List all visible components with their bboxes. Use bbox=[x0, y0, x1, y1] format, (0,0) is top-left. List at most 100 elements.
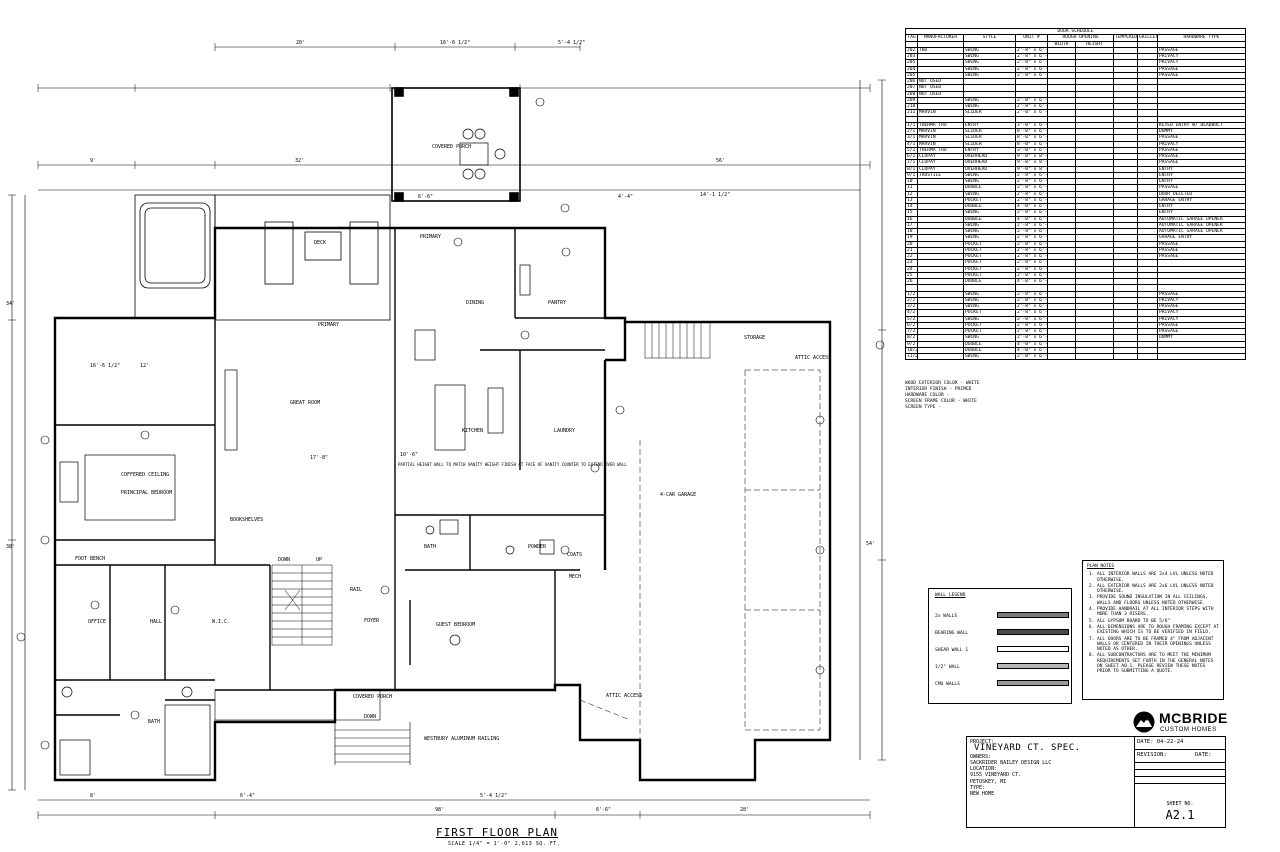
room-label: COVERED PORCH bbox=[353, 694, 392, 700]
note-text: PARTIAL HEIGHT WALL TO MATCH VANITY HEIG… bbox=[398, 462, 627, 467]
room-label: HALL bbox=[150, 619, 162, 625]
material-notes: WOOD EXTERIOR COLOR - WHITE INTERIOR FIN… bbox=[905, 381, 980, 411]
room-label: COATS bbox=[567, 552, 582, 558]
wall-legend-label: CMU WALLS bbox=[935, 682, 960, 687]
door-hardware: PASSAGE bbox=[1156, 71, 1247, 80]
door-unit: 4'-0" x 6'-8" bbox=[1015, 277, 1048, 286]
door-unit: 9'-0" x 8'-0" bbox=[1015, 159, 1048, 167]
plan-note: ALL EXTERIOR WALLS ARE 2x6 LVL UNLESS NO… bbox=[1097, 584, 1219, 595]
dimension-label: 34' bbox=[6, 301, 15, 307]
dimension-label: 12' bbox=[140, 363, 149, 369]
door-unit: 8'-0" x 6'-8" bbox=[1015, 127, 1048, 136]
material-note: HARDWARE COLOR - bbox=[905, 393, 950, 398]
room-label: DOWN bbox=[278, 557, 290, 563]
door-hardware bbox=[1156, 115, 1247, 123]
door-hardware bbox=[1156, 96, 1247, 105]
title-block: PROJECT: VINEYARD CT. SPEC. OWNERS: SACK… bbox=[966, 736, 1226, 828]
dimension-label: 6'-6" bbox=[596, 807, 611, 813]
logo-subtitle: CUSTOM HOMES bbox=[1160, 727, 1217, 733]
wall-swatch bbox=[997, 629, 1069, 635]
door-hardware: PASSAGE bbox=[1156, 327, 1247, 336]
door-unit: 2'-8" x 6'-8" bbox=[1015, 327, 1048, 336]
drawing-scale: SCALE 1/4" = 1'-0" 2,613 SQ. FT. bbox=[448, 841, 561, 847]
revision-date-label: DATE: bbox=[1195, 752, 1212, 758]
wall-swatch bbox=[997, 680, 1069, 686]
logo-brand: MCBRIDE bbox=[1159, 710, 1228, 726]
title-block-meta: DATE: 04-22-24 REVISION: DATE: SHEET NO.… bbox=[1135, 737, 1225, 827]
door-hardware: PRIVACY bbox=[1156, 296, 1247, 305]
wall-swatch bbox=[997, 646, 1069, 652]
drawing-title: FIRST FLOOR PLAN bbox=[436, 826, 558, 839]
room-label: DINING bbox=[466, 300, 484, 306]
door-unit: 2'-8" x 6'-8" bbox=[1015, 321, 1048, 330]
door-grilles bbox=[1137, 352, 1158, 361]
col-header: TEMPERED bbox=[1113, 34, 1138, 42]
room-label: 4-CAR GARAGE bbox=[660, 492, 696, 498]
door-unit: 2'-8" x 6'-8" bbox=[1015, 52, 1048, 61]
dimension-label: 28' bbox=[740, 807, 749, 813]
dimension-label: 17'-8" bbox=[310, 455, 328, 461]
dimension-label: 56' bbox=[716, 158, 725, 164]
door-height bbox=[1075, 352, 1114, 361]
material-note: WOOD EXTERIOR COLOR - WHITE bbox=[905, 381, 980, 386]
sheet-label: SHEET NO. bbox=[1166, 801, 1194, 807]
door-hardware: PASSAGE bbox=[1156, 65, 1247, 73]
company-logo: MCBRIDE CUSTOM HOMES bbox=[1131, 708, 1227, 738]
room-label: COFFERED CEILING bbox=[121, 472, 169, 478]
door-unit: 2'-8" x 6'-8" bbox=[1015, 221, 1048, 230]
door-hardware bbox=[1156, 346, 1247, 355]
plan-note: ALL DOORS ARE TO BE FRAMED 4" FROM ADJAC… bbox=[1097, 637, 1219, 653]
door-unit: 2'-8" x 6'-8" bbox=[1015, 227, 1048, 236]
door-width bbox=[1047, 352, 1076, 361]
door-tag: 10/2 bbox=[905, 346, 918, 355]
plan-note: ALL SUBCONTRACTORS ARE TO MEET THE MINIM… bbox=[1097, 653, 1219, 674]
door-unit: 2'-8" x 6'-8" bbox=[1015, 271, 1048, 280]
room-label: PANTRY bbox=[548, 300, 566, 306]
door-unit: 9'-0" x 8'-0" bbox=[1015, 165, 1048, 173]
door-unit: 2'-8" x 6'-8" bbox=[1015, 46, 1048, 55]
door-hardware: PRIVACY bbox=[1156, 309, 1247, 317]
plan-notes-title: PLAN NOTES bbox=[1087, 564, 1115, 569]
door-schedule-row bbox=[905, 284, 1247, 292]
mountain-logo-icon bbox=[1133, 711, 1155, 733]
room-label: LAUNDRY bbox=[554, 428, 575, 434]
room-label: DOWN bbox=[364, 714, 376, 720]
wall-swatch bbox=[997, 612, 1069, 618]
door-hardware: KEYED ENTRY W/ DEADBOLT bbox=[1156, 121, 1247, 130]
room-label: STORAGE bbox=[744, 335, 765, 341]
door-hardware bbox=[1156, 259, 1247, 267]
door-hardware bbox=[1156, 90, 1247, 98]
col-header: MANUFACTURER bbox=[917, 34, 964, 42]
room-label: W.I.C. bbox=[212, 619, 230, 625]
type-label: TYPE: bbox=[970, 785, 986, 792]
wall-swatch bbox=[997, 663, 1069, 669]
door-tempered bbox=[1113, 352, 1138, 361]
door-unit: 2'-8" x 6'-8" bbox=[1015, 315, 1048, 323]
dimension-label: 5'-4 1/2" bbox=[480, 793, 507, 799]
room-label: PRIMARY bbox=[420, 234, 441, 240]
door-hardware: DUMMY bbox=[1156, 334, 1247, 342]
door-unit: 2'-8" x 6'-8" bbox=[1015, 96, 1048, 105]
date-label: DATE: bbox=[1137, 739, 1154, 745]
door-unit: 2'-8" x 6'-8" bbox=[1015, 352, 1048, 361]
door-unit: 8'-0" x 6'-8" bbox=[1015, 134, 1048, 142]
door-schedule-table: DOOR SCHEDULE TAG MANUFACTURER STYLE UNI… bbox=[904, 27, 1247, 361]
wall-legend-title: WALL LEGEND bbox=[935, 593, 966, 598]
